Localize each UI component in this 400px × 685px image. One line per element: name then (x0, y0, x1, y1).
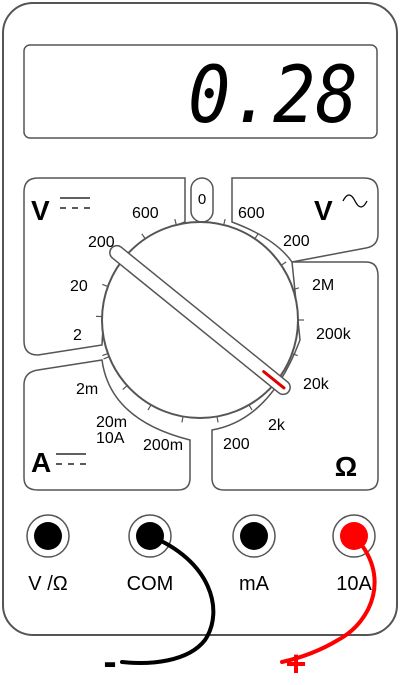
range-dcv-2[interactable]: 2 (73, 327, 82, 344)
jack-10a-label: 10A (336, 573, 372, 595)
range-ohm-2m[interactable]: 2M (312, 277, 334, 294)
range-dcv-600[interactable]: 600 (132, 205, 159, 222)
range-ohm-2k[interactable]: 2k (268, 417, 286, 434)
range-acv-600[interactable]: 600 (238, 205, 265, 222)
negative-lead-symbol: - (103, 640, 116, 680)
range-dcv-20[interactable]: 20 (70, 278, 88, 295)
jack-com-label: COM (127, 573, 174, 595)
lcd-reading: 0.28 (188, 51, 358, 141)
range-dca-20m[interactable]: 20m (96, 414, 127, 431)
jack-vohm-hole (34, 522, 62, 550)
range-ohm-20k[interactable]: 20k (303, 376, 330, 393)
off-label: 0 (198, 191, 206, 208)
positive-lead-symbol: + (285, 643, 306, 680)
range-ohm-200[interactable]: 200 (223, 436, 250, 453)
jack-vohm-label: V /Ω (28, 573, 67, 595)
jack-ma-hole (240, 522, 268, 550)
range-dca-2m[interactable]: 2m (76, 381, 98, 398)
jack-vohm[interactable] (27, 515, 69, 557)
range-dca-10a[interactable]: 10A (96, 430, 125, 447)
acv-symbol: V (314, 195, 333, 226)
range-dca-200m[interactable]: 200m (143, 437, 183, 454)
ohm-symbol: Ω (335, 451, 357, 482)
range-acv-200[interactable]: 200 (283, 233, 310, 250)
dcv-symbol: V (31, 195, 50, 226)
dca-symbol: A (31, 447, 51, 478)
range-ohm-200k[interactable]: 200k (316, 326, 352, 343)
jack-ma[interactable] (233, 515, 275, 557)
jack-ma-label: mA (239, 573, 270, 595)
